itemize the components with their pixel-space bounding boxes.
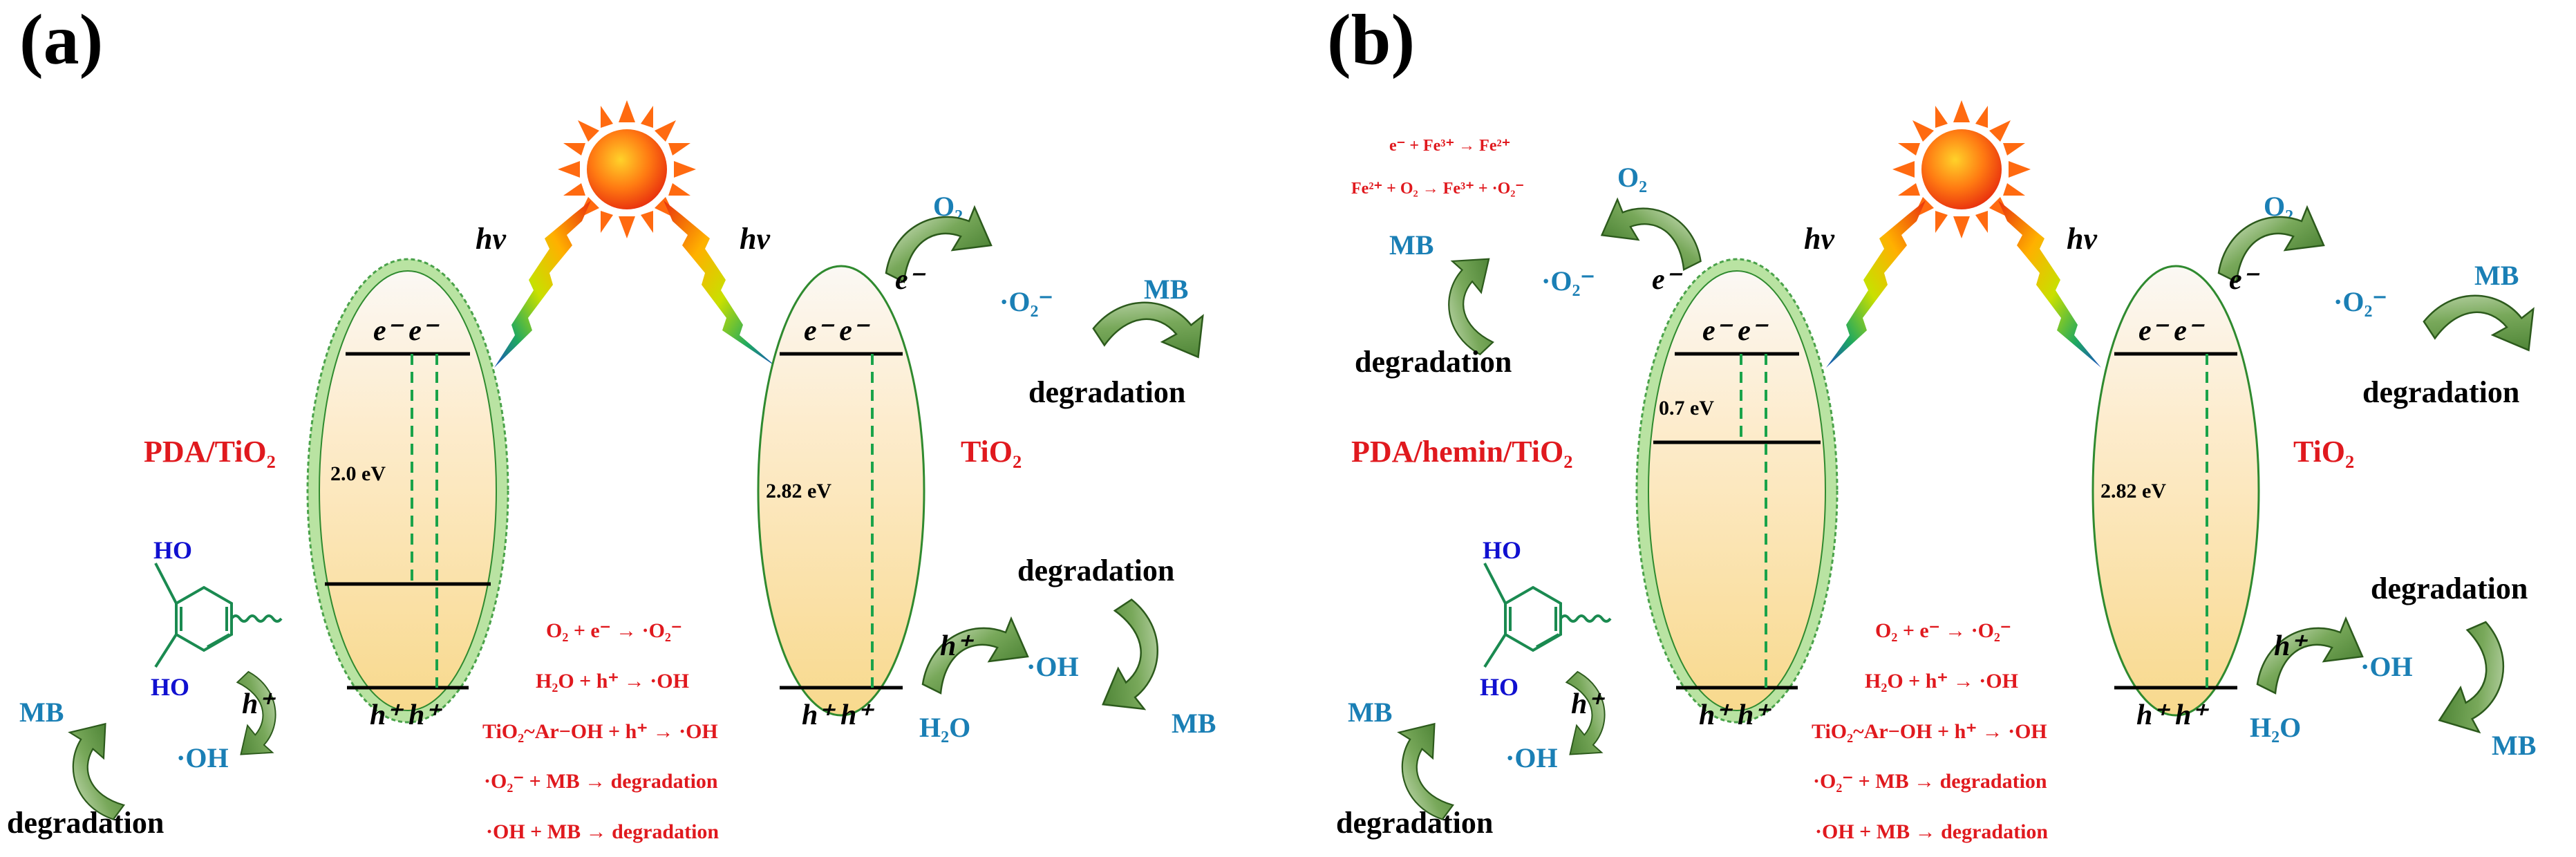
pda-tio2-band-structure: e⁻ e⁻ h⁺ h⁺ 2.0 eV [306,258,509,731]
curved-arrow-icon [1601,198,1702,271]
material-label-left: PDA/hemin/TiO₂ [1351,435,1572,469]
panel-a-label: (a) [19,0,103,79]
material-label-right: TiO₂ [961,435,1022,469]
hydroxyl-group-top: HO [153,536,192,564]
equation: ·OH + MB → degradation [1815,820,2048,843]
panel-a: (a) [7,0,1219,843]
cb-electrons-right: e⁻ e⁻ [804,315,870,347]
equation: TiO₂~Ar−OH + h⁺ → ·OH [482,720,718,743]
curved-arrow-icon [1070,594,1190,725]
water-label: H₂O [919,712,970,743]
superoxide-label: ·O₂⁻ [2333,286,2387,317]
degradation-label: degradation [7,806,164,840]
mb-label-bottom: MB [2492,730,2536,761]
material-label-right: TiO₂ [2293,435,2354,469]
hv-label-right: hv [2067,222,2097,256]
superoxide-label: ·O₂⁻ [999,286,1053,317]
electron-label: e⁻ [895,264,926,296]
equation: TiO₂~Ar−OH + h⁺ → ·OH [1812,720,2047,743]
mb-label-top: MB [2474,260,2519,291]
equation: ·OH + MB → degradation [486,820,719,843]
panel-b-label: (b) [1327,0,1415,79]
hydroxyl-label: ·OH [1026,651,1079,682]
superoxide-label: ·O₂⁻ [1541,265,1595,296]
light-ray-right [664,200,778,368]
electron-label: e⁻ [2229,264,2260,296]
equations-a: O₂ + e⁻ → ·O₂⁻ H₂O + h⁺ → ·OH TiO₂~Ar−OH… [482,619,719,843]
light-ray-right [1998,200,2101,368]
cb-electrons-left: e⁻ e⁻ [373,315,440,347]
hv-label-left: hv [476,222,506,256]
tio2-band-structure: e⁻ e⁻ h⁺ h⁺ 2.82 eV [757,265,925,731]
hydroxyl-label: ·OH [2360,651,2413,682]
mb-label-top-left: MB [1389,229,1433,261]
degradation-label: degradation [1017,554,1174,587]
equation: H₂O + h⁺ → ·OH [536,670,689,693]
light-ray-left [494,200,591,368]
catechol-structure [1483,563,1612,668]
equations-b: O₂ + e⁻ → ·O₂⁻ H₂O + h⁺ → ·OH TiO₂~Ar−OH… [1812,619,2048,843]
vb-holes-left: h⁺ h⁺ [370,699,442,731]
hole-label: h⁺ [940,630,974,662]
degradation-label: degradation [1336,806,1493,840]
degradation-label: degradation [2362,375,2519,409]
pda-hemin-tio2-band-structure: e⁻ e⁻ h⁺ h⁺ 0.7 eV [1635,258,1839,731]
sun-icon [1892,100,2031,238]
mb-label-top: MB [1144,274,1188,305]
curved-arrow-icon [921,617,1029,695]
fe-equation: Fe²⁺ + O₂ → Fe³⁺ + ·O₂⁻ [1351,180,1524,198]
mb-label-bottom: MB [1172,708,1216,739]
vb-holes-right: h⁺ h⁺ [2136,699,2209,731]
equation: H₂O + h⁺ → ·OH [1865,670,2018,693]
curved-arrow-icon [2410,615,2537,746]
bandgap-right: 2.82 eV [2100,480,2166,502]
curved-arrow-icon [2256,617,2364,695]
fe-equation: e⁻ + Fe³⁺ → Fe²⁺ [1389,137,1510,155]
hydroxyl-group-bottom: HO [1480,673,1519,701]
bandgap-left: 2.0 eV [330,462,386,485]
hv-label-right: hv [740,222,770,256]
vb-holes-left: h⁺ h⁺ [1699,699,1771,731]
degradation-label: degradation [1355,345,1512,379]
hydroxyl-label: ·OH [176,742,229,773]
mb-label-left: MB [1348,697,1392,728]
material-label-left: PDA/TiO₂ [144,435,276,469]
vb-holes-right: h⁺ h⁺ [802,699,874,731]
degradation-label: degradation [2371,572,2528,605]
water-label: H₂O [2250,712,2301,743]
equation: O₂ + e⁻ → ·O₂⁻ [1875,619,2011,642]
cb-electrons-left: e⁻ e⁻ [1702,315,1769,347]
bandgap-right: 2.82 eV [766,480,831,502]
panel-b: (b) [1327,0,2549,843]
electron-label: e⁻ [1652,264,1683,296]
light-ray-left [1826,200,1926,368]
hole-label: h⁺ [2274,630,2308,662]
degradation-label: degradation [1028,375,1185,409]
hydroxyl-label: ·OH [1505,742,1558,773]
tio2-band-structure: e⁻ e⁻ h⁺ h⁺ 2.82 eV [2091,265,2260,731]
equation: O₂ + e⁻ → ·O₂⁻ [546,619,682,642]
hydroxyl-group-bottom: HO [151,673,189,701]
hydroxyl-group-top: HO [1483,536,1521,564]
equation: ·O₂⁻ + MB → degradation [1813,770,2047,793]
mb-label-left: MB [19,697,64,728]
catechol-structure [154,563,283,668]
equation: ·O₂⁻ + MB → degradation [484,770,718,793]
hv-label-left: hv [1804,222,1834,256]
o2-label: O₂ [1617,162,1647,193]
hole-label: h⁺ [1571,688,1605,720]
hole-label: h⁺ [242,688,276,720]
curved-arrow-icon [1425,246,1521,359]
cb-electrons-right: e⁻ e⁻ [2138,315,2205,347]
bandgap-left: 0.7 eV [1659,397,1714,420]
